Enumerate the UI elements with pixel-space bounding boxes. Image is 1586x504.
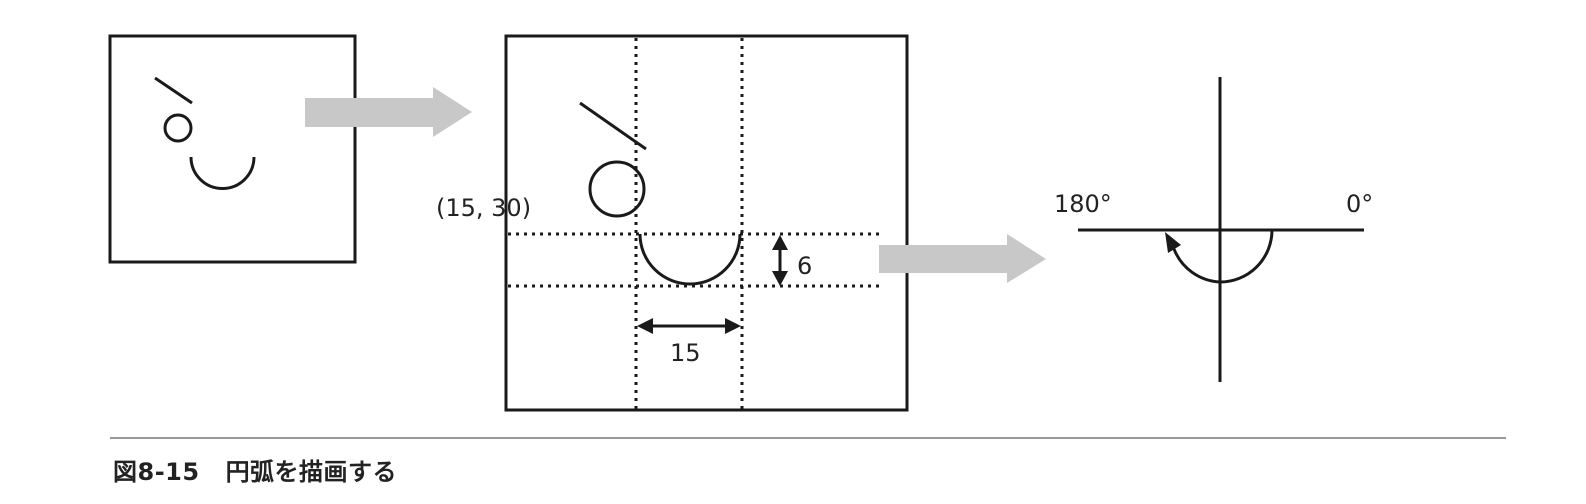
face-eyebrow [154, 76, 193, 105]
width-arrowhead-right [725, 318, 741, 334]
face-mouth-arc [189, 156, 256, 190]
width-label: 15 [670, 339, 701, 367]
arc-origin-label: (15, 30) [436, 194, 531, 222]
width-arrowhead-left [637, 318, 653, 334]
height-arrowhead-up [772, 235, 788, 250]
figure-caption: 図8-15 円弧を描画する [113, 452, 397, 487]
face-sketch-panel [108, 34, 357, 264]
angle-diagram: 180° 0° [1054, 77, 1373, 382]
grid-face-eyebrow [579, 101, 647, 151]
flow-arrow-1 [305, 87, 472, 137]
height-label: 6 [797, 252, 812, 280]
figure-number: 図8-15 [113, 458, 200, 486]
flow-arrow-2 [879, 234, 1046, 283]
grid-face-eye [588, 160, 646, 218]
grid-face-panel: (15, 30) 6 15 [436, 34, 909, 412]
grid-panel-frame [504, 34, 909, 412]
angle-sweep-arrowhead [1165, 232, 1181, 253]
width-dimension [637, 318, 741, 334]
angle-sweep-arc [1172, 229, 1274, 284]
figure-title: 円弧を描画する [225, 458, 398, 486]
face-eye [163, 113, 193, 143]
angle-end-label: 0° [1346, 190, 1373, 218]
grid-face-mouth-arc [638, 233, 742, 286]
face-panel-frame [108, 34, 357, 264]
height-dimension [772, 235, 788, 286]
angle-start-label: 180° [1054, 190, 1112, 218]
grid-guides [508, 38, 880, 410]
height-arrowhead-down [772, 271, 788, 286]
